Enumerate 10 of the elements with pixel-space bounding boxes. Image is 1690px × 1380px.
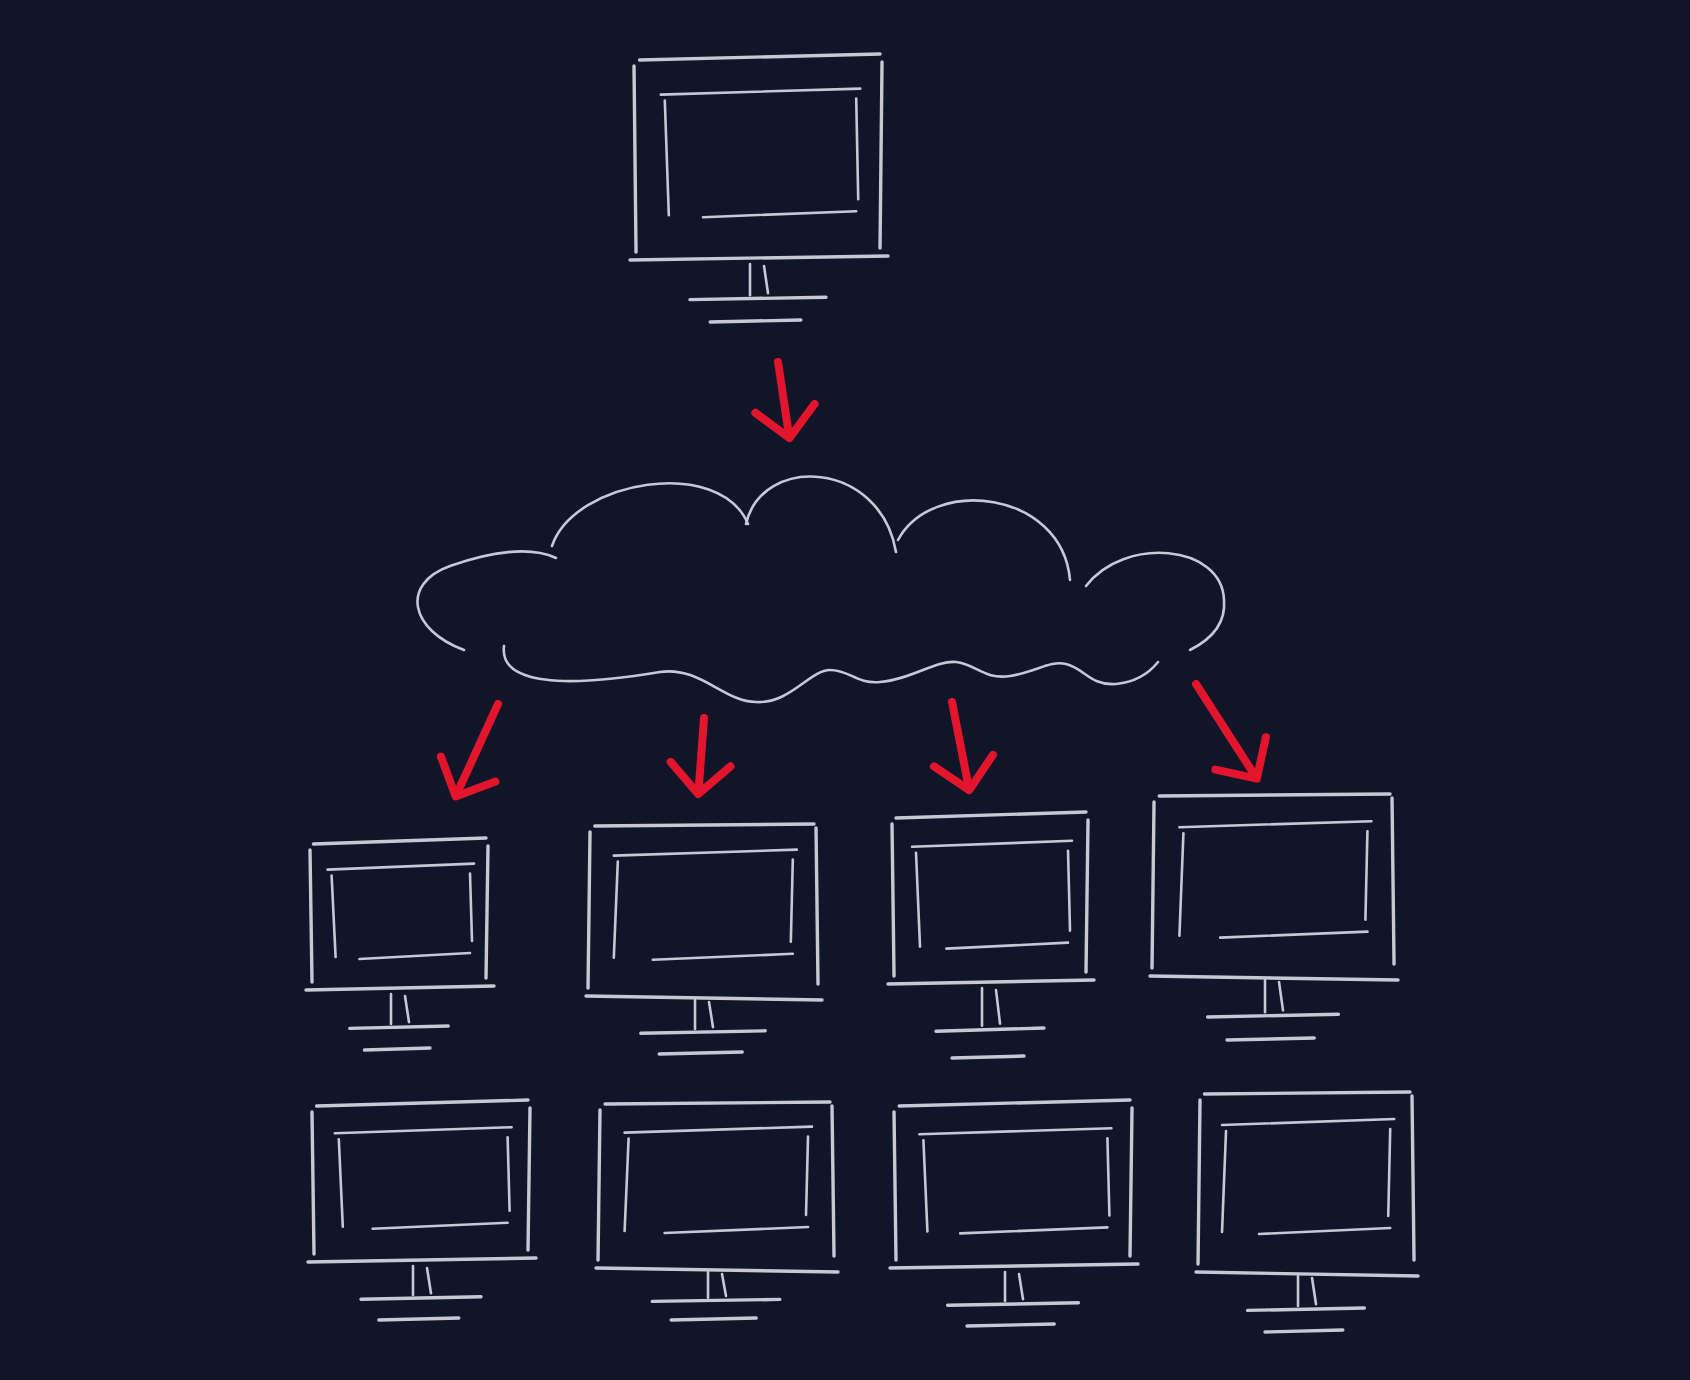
- monitor-icon: [628, 52, 890, 324]
- monitor-icon: [306, 1098, 538, 1322]
- monitor-icon: [1148, 792, 1400, 1042]
- cloud-icon: [416, 475, 1226, 704]
- monitor-icon: [886, 810, 1096, 1060]
- monitor-icon: [888, 1098, 1140, 1328]
- monitor-icon: [594, 1100, 840, 1322]
- monitor-icon: [304, 836, 496, 1052]
- monitor-icon: [584, 822, 824, 1056]
- monitor-icon: [1194, 1090, 1420, 1334]
